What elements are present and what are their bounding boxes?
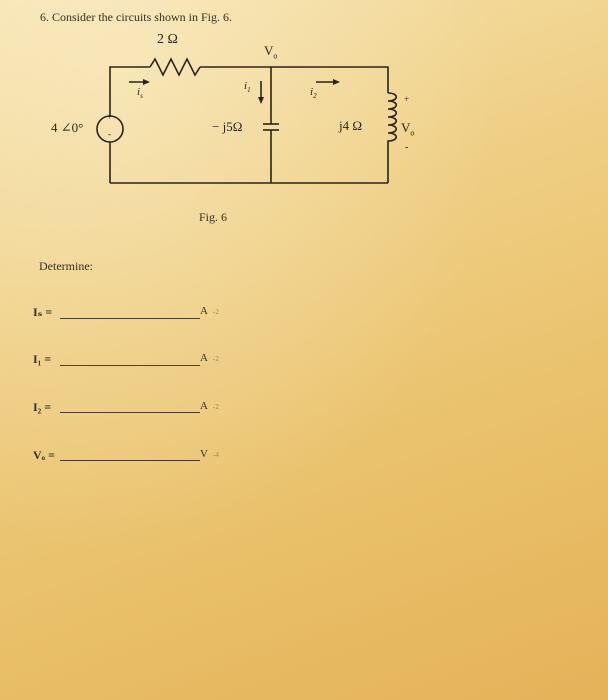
wire-left-upper xyxy=(109,66,150,116)
answer-label-vo: Vₒ = xyxy=(33,448,55,462)
question-text: 6. Consider the circuits shown in Fig. 6… xyxy=(40,10,232,24)
answer-unit-i1: A xyxy=(200,352,208,364)
answer-unit-vo: V xyxy=(200,448,208,460)
answer-mark-i2: -2 xyxy=(213,403,219,411)
resistor-label: 2 Ω xyxy=(157,32,178,47)
current-i1-subscript: 1 xyxy=(247,86,251,95)
answer-label-is: Iₛ = xyxy=(33,305,53,319)
source-label: 4 ∠0° xyxy=(51,120,84,135)
source-plus-sign: + xyxy=(107,112,113,122)
node-vo-subscript: o xyxy=(273,51,278,61)
answer-line-is[interactable] xyxy=(60,318,200,319)
answer-label-i1: I₁ = xyxy=(33,352,52,366)
arrow-i1-head xyxy=(258,97,264,104)
answer-unit-i2: A xyxy=(200,400,208,412)
voltage-source xyxy=(96,115,124,143)
current-is-label: is xyxy=(137,86,143,101)
current-i2-label: i2 xyxy=(310,86,317,101)
inductor-label: j4 Ω xyxy=(339,118,363,133)
figure-caption: Fig. 6 xyxy=(199,210,228,224)
circuit-schematic xyxy=(96,57,398,184)
determine-heading: Determine: xyxy=(39,259,93,273)
inductor-j4ohm xyxy=(387,92,398,183)
arrow-i2-head xyxy=(333,79,340,85)
node-vo-label: Vo xyxy=(264,43,278,61)
capacitor-label: − j5Ω xyxy=(212,119,243,134)
current-i2-subscript: 2 xyxy=(313,92,317,101)
answer-line-i2[interactable] xyxy=(60,412,200,413)
answer-mark-i1: -2 xyxy=(213,355,219,363)
answer-line-i1[interactable] xyxy=(60,365,200,366)
source-minus-sign: - xyxy=(108,129,111,139)
answer-mark-is: -2 xyxy=(213,308,219,316)
wire-top xyxy=(200,66,389,93)
answer-line-vo[interactable] xyxy=(60,460,200,461)
vo-terminal-label: Vo xyxy=(401,120,415,138)
vo-plus-sign: + xyxy=(404,94,410,104)
circuit-diagram: 2 Ω Vo 4 ∠0° + - is i1 i2 − j5Ω j4 Ω + V… xyxy=(40,30,440,200)
vo-minus-sign: - xyxy=(405,142,409,153)
answer-label-i2: I₂ = xyxy=(33,400,52,414)
arrow-is-head xyxy=(143,79,150,85)
current-i1-label: i1 xyxy=(244,80,251,95)
answer-mark-vo: -4 xyxy=(213,451,219,459)
vo-terminal-subscript: o xyxy=(410,128,415,138)
current-is-subscript: s xyxy=(140,92,143,101)
answer-unit-is: A xyxy=(200,305,208,317)
resistor-2ohm xyxy=(149,57,201,77)
